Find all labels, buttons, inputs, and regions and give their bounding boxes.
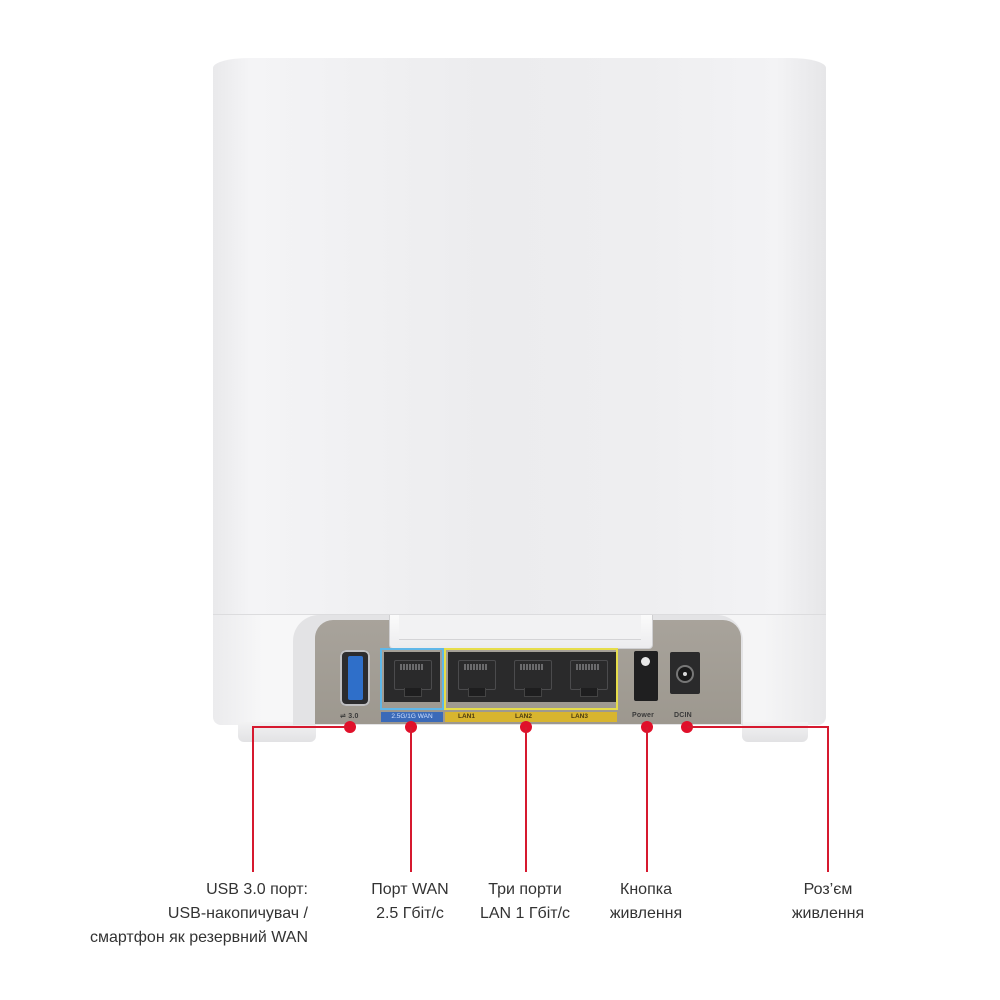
caption-lan: Три порти LAN 1 Гбіт/с (479, 881, 571, 922)
usb-port-label: ⇌ 3.0 (340, 713, 359, 720)
lan-port-3-label: LAN3 (571, 713, 588, 720)
callout-dot-usb (344, 721, 356, 733)
usb-icon: ⇌ (340, 713, 347, 720)
lan-port-2[interactable] (504, 652, 560, 702)
lan-ports-frame (444, 648, 618, 710)
router-foot-right (742, 722, 808, 742)
power-button-label: Power (632, 712, 655, 719)
router-foot-left (238, 722, 316, 742)
callout-line-wan (410, 727, 412, 872)
callout-line-power (646, 727, 648, 872)
wan-port-label: 2.5G/1G WAN (381, 712, 443, 722)
lan-port-2-label: LAN2 (515, 713, 532, 720)
lan-label-bar (445, 712, 617, 722)
usb-port-tongue (348, 656, 363, 700)
wan-port-frame (380, 648, 444, 710)
lan-port-1-label: LAN1 (458, 713, 475, 720)
caption-usb: USB 3.0 порт: USB-накопичувач / смартфон… (89, 881, 308, 946)
callout-line-dcin-h (687, 726, 829, 728)
callout-line-usb-v (252, 726, 254, 872)
callout-line-lan (525, 727, 527, 872)
power-button-indicator (641, 657, 650, 666)
caption-dcin: Роз’єм живлення (791, 881, 865, 922)
router-body-upper (213, 58, 826, 614)
caption-power: Кнопка живлення (609, 881, 683, 922)
cable-handle-inner (399, 615, 641, 640)
dc-in-pin (683, 672, 687, 676)
caption-wan: Порт WAN 2.5 Гбіт/с (371, 881, 449, 922)
lan-port-1[interactable] (448, 652, 504, 702)
wan-port[interactable] (384, 652, 440, 702)
dc-in-label: DCIN (674, 712, 692, 719)
lan-port-3[interactable] (560, 652, 616, 702)
callout-line-usb-h (252, 726, 348, 728)
callout-line-dcin-v (827, 726, 829, 872)
